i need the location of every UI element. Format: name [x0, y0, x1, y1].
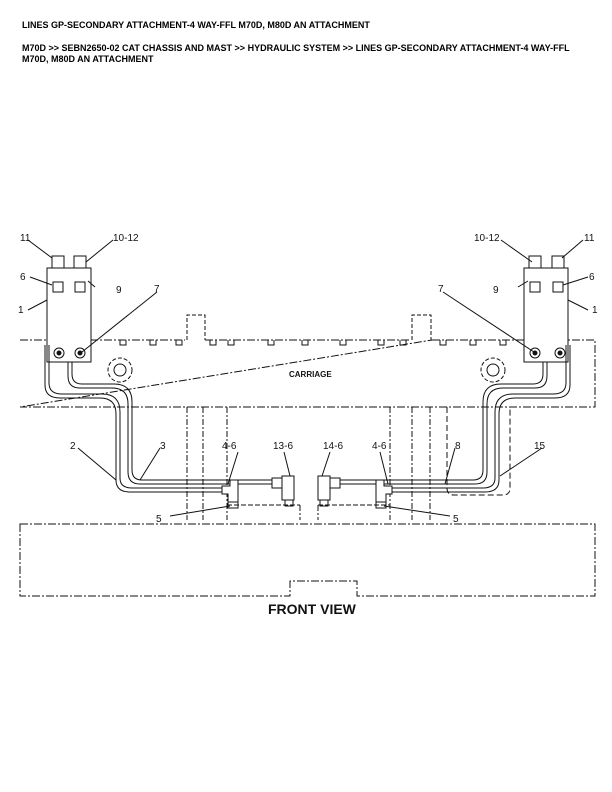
callout-6-right: 6: [589, 272, 595, 283]
breadcrumb: M70D >> SEBN2650-02 CAT CHASSIS AND MAST…: [22, 43, 570, 64]
page-title: LINES GP-SECONDARY ATTACHMENT-4 WAY-FFL …: [22, 20, 370, 30]
carriage-tab-left: [186, 314, 206, 340]
carriage-tab-right: [411, 314, 432, 340]
callout-10-12-right: 10-12: [474, 233, 500, 244]
callout-9-right: 9: [493, 285, 499, 296]
callout-4-6-left: 4-6: [222, 441, 237, 452]
carriage-hole-right: [480, 357, 506, 383]
carriage-hole-left: [107, 357, 133, 383]
front-view-diagram: 11 10-12 6 9 1 7 11 10-12 6 9 1 7 2 3 4-…: [18, 233, 598, 617]
callout-11-right: 11: [584, 233, 595, 244]
hydraulic-tubes: [44, 345, 571, 493]
callout-8: 8: [455, 441, 461, 452]
leader-lines: [27, 239, 589, 517]
callout-2: 2: [70, 441, 76, 452]
callout-3: 3: [160, 441, 166, 452]
callout-5-left: 5: [156, 514, 162, 525]
callout-5-right: 5: [453, 514, 459, 525]
callout-13-6: 13-6: [273, 441, 293, 452]
bracket-right: [523, 267, 569, 363]
bracket-left: [46, 267, 92, 363]
lower-frame: [19, 523, 596, 597]
callout-11-left: 11: [20, 233, 31, 244]
mast-lines: [186, 407, 431, 520]
callout-6-left: 6: [20, 272, 26, 283]
callout-10-12-left: 10-12: [113, 233, 139, 244]
carriage-notches: [119, 340, 507, 346]
callout-1-right: 1: [592, 305, 598, 316]
callout-7-left: 7: [154, 284, 160, 295]
front-view-label: FRONT VIEW: [268, 601, 357, 617]
callout-9-left: 9: [116, 285, 122, 296]
callout-7-right: 7: [438, 284, 444, 295]
callout-14-6: 14-6: [323, 441, 343, 452]
carriage-label: CARRIAGE: [289, 370, 332, 379]
callout-1-left: 1: [18, 305, 24, 316]
callout-15: 15: [534, 441, 546, 452]
callout-4-6-right: 4-6: [372, 441, 387, 452]
